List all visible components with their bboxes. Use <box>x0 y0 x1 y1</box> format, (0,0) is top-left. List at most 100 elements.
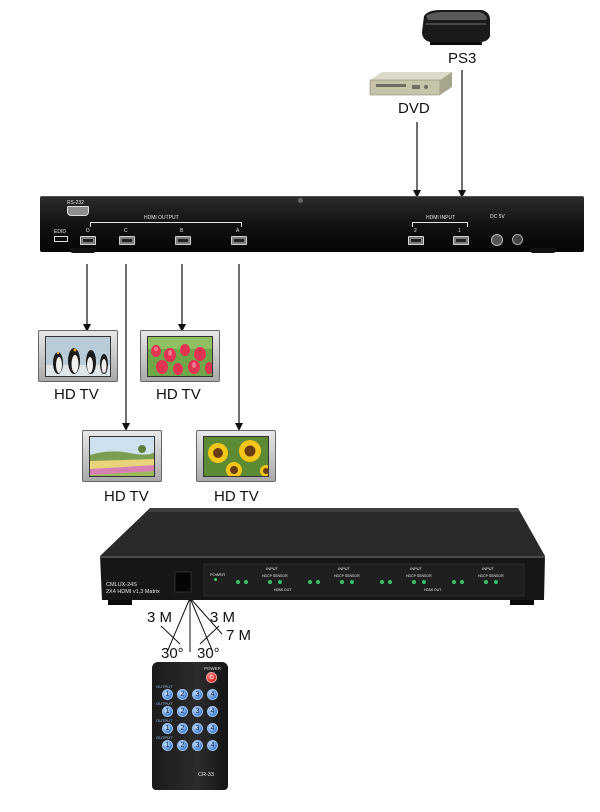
hdmi-out-label: HDMI OUT <box>424 588 442 592</box>
hdcp-led <box>412 580 416 584</box>
hdmi-out-label: HDMI OUT <box>274 588 292 592</box>
remote-button-3[interactable]: 3 <box>192 723 203 734</box>
hd-tv-3 <box>82 430 162 482</box>
hdmi-output-port-a[interactable] <box>231 236 247 245</box>
hdmi-input-port-1[interactable] <box>453 236 469 245</box>
output-port-letter: D <box>86 228 90 234</box>
remote-model-label: CR-33 <box>198 772 214 778</box>
tv-screen-field <box>89 436 155 477</box>
edid-label: EDID <box>54 229 66 235</box>
ir-remote-control: POWER ⏻ OUTPUT 1 2 3 4 OUTPUT 1 2 3 4 OU… <box>152 662 228 790</box>
ir-jack[interactable] <box>512 234 523 245</box>
matrix-front-unit: CMLUX-24S 2X4 HDMI v1.3 Matrix POWER INP… <box>100 508 545 608</box>
output-port-letter: C <box>124 228 128 234</box>
remote-button-2[interactable]: 2 <box>177 689 188 700</box>
input-label: INPUT <box>266 566 278 571</box>
hdcp-led <box>422 580 426 584</box>
remote-output-label: OUTPUT <box>156 718 173 723</box>
ir-right-angle: 30° <box>197 645 220 662</box>
input-label: INPUT <box>338 566 350 571</box>
remote-button-4[interactable]: 4 <box>207 723 218 734</box>
input-2-led <box>244 580 248 584</box>
input-2-led <box>460 580 464 584</box>
hd-tv-1-label: HD TV <box>54 386 99 403</box>
output-controls: INPUT HDCP SENSOR INPUT HDCP SENSOR INPU… <box>224 564 514 594</box>
remote-button-3[interactable]: 3 <box>192 689 203 700</box>
output-group: INPUT HDCP SENSOR <box>376 564 440 594</box>
hd-tv-2-label: HD TV <box>156 386 201 403</box>
remote-button-1[interactable]: 1 <box>162 723 173 734</box>
input-1-led <box>380 580 384 584</box>
ps3-label: PS3 <box>448 50 477 67</box>
remote-button-3[interactable]: 3 <box>192 740 203 751</box>
matrix-back-panel: RS-232 EDID HDMI OUTPUT D C B A HDMI INP… <box>40 196 584 253</box>
remote-button-2[interactable]: 2 <box>177 723 188 734</box>
panel-foot <box>70 248 96 253</box>
hdmi-output-label: HDMI OUTPUT <box>144 215 179 221</box>
input-2-led <box>388 580 392 584</box>
hdmi-output-port-d[interactable] <box>80 236 96 245</box>
hdcp-led <box>278 580 282 584</box>
remote-button-1[interactable]: 1 <box>162 740 173 751</box>
remote-button-4[interactable]: 4 <box>207 689 218 700</box>
hd-tv-4-label: HD TV <box>214 488 259 505</box>
hdcp-led <box>494 580 498 584</box>
input-port-number: 1 <box>458 228 461 234</box>
output-group: INPUT HDCP SENSOR <box>448 564 512 594</box>
input-label: INPUT <box>410 566 422 571</box>
remote-button-1[interactable]: 1 <box>162 689 173 700</box>
hdcp-led <box>268 580 272 584</box>
dc-power-jack[interactable] <box>491 234 503 246</box>
rs232-port[interactable] <box>67 206 89 216</box>
input-1-led <box>452 580 456 584</box>
remote-button-4[interactable]: 4 <box>207 706 218 717</box>
hdcp-led <box>340 580 344 584</box>
power-indicator-label: POWER <box>210 572 226 577</box>
hdmi-input-label: HDMI INPUT <box>426 215 456 221</box>
dvd-player-icon <box>369 72 452 96</box>
remote-output-label: OUTPUT <box>156 735 173 740</box>
model-description: 2X4 HDMI v1.3 Matrix <box>106 589 160 595</box>
remote-button-2[interactable]: 2 <box>177 740 188 751</box>
input-1-led <box>236 580 240 584</box>
hd-tv-2 <box>140 330 220 382</box>
remote-button-2[interactable]: 2 <box>177 706 188 717</box>
remote-output-label: OUTPUT <box>156 684 173 689</box>
ir-left-distance: 3 M <box>147 609 173 626</box>
hd-tv-4 <box>196 430 276 482</box>
output-group: INPUT HDCP SENSOR <box>232 564 296 594</box>
model-label: CMLUX-24S <box>106 582 137 588</box>
rs232-label: RS-232 <box>67 200 84 206</box>
ir-range-lines <box>160 597 223 652</box>
hdmi-output-port-b[interactable] <box>175 236 191 245</box>
remote-button-1[interactable]: 1 <box>162 706 173 717</box>
hdcp-led <box>484 580 488 584</box>
hdcp-label: HDCP SENSOR <box>334 574 360 578</box>
power-led <box>214 578 217 581</box>
input-label: INPUT <box>482 566 494 571</box>
output-bracket <box>90 222 242 227</box>
ir-left-angle: 30° <box>161 645 184 662</box>
tv-screen-sunflowers <box>203 436 269 477</box>
panel-foot <box>530 248 556 253</box>
output-group: INPUT HDCP SENSOR <box>304 564 368 594</box>
remote-button-3[interactable]: 3 <box>192 706 203 717</box>
ir-right-distance: 3 M <box>210 609 236 626</box>
ground-screw <box>298 198 303 203</box>
hdcp-label: HDCP SENSOR <box>478 574 504 578</box>
hdmi-input-port-2[interactable] <box>408 236 424 245</box>
edid-switch[interactable] <box>54 236 68 242</box>
tv-screen-tulips <box>147 336 213 377</box>
input-1-led <box>308 580 312 584</box>
ir-straight-distance: 7 M <box>226 627 252 644</box>
tv-screen-penguins <box>45 336 111 377</box>
hdmi-output-port-c[interactable] <box>119 236 135 245</box>
remote-button-4[interactable]: 4 <box>207 740 218 751</box>
remote-output-label: OUTPUT <box>156 701 173 706</box>
remote-power-button[interactable]: ⏻ <box>206 672 217 683</box>
ps3-console-icon <box>422 10 490 45</box>
hd-tv-3-label: HD TV <box>104 488 149 505</box>
dc-5v-label: DC 5V <box>490 214 505 220</box>
hd-tv-1 <box>38 330 118 382</box>
